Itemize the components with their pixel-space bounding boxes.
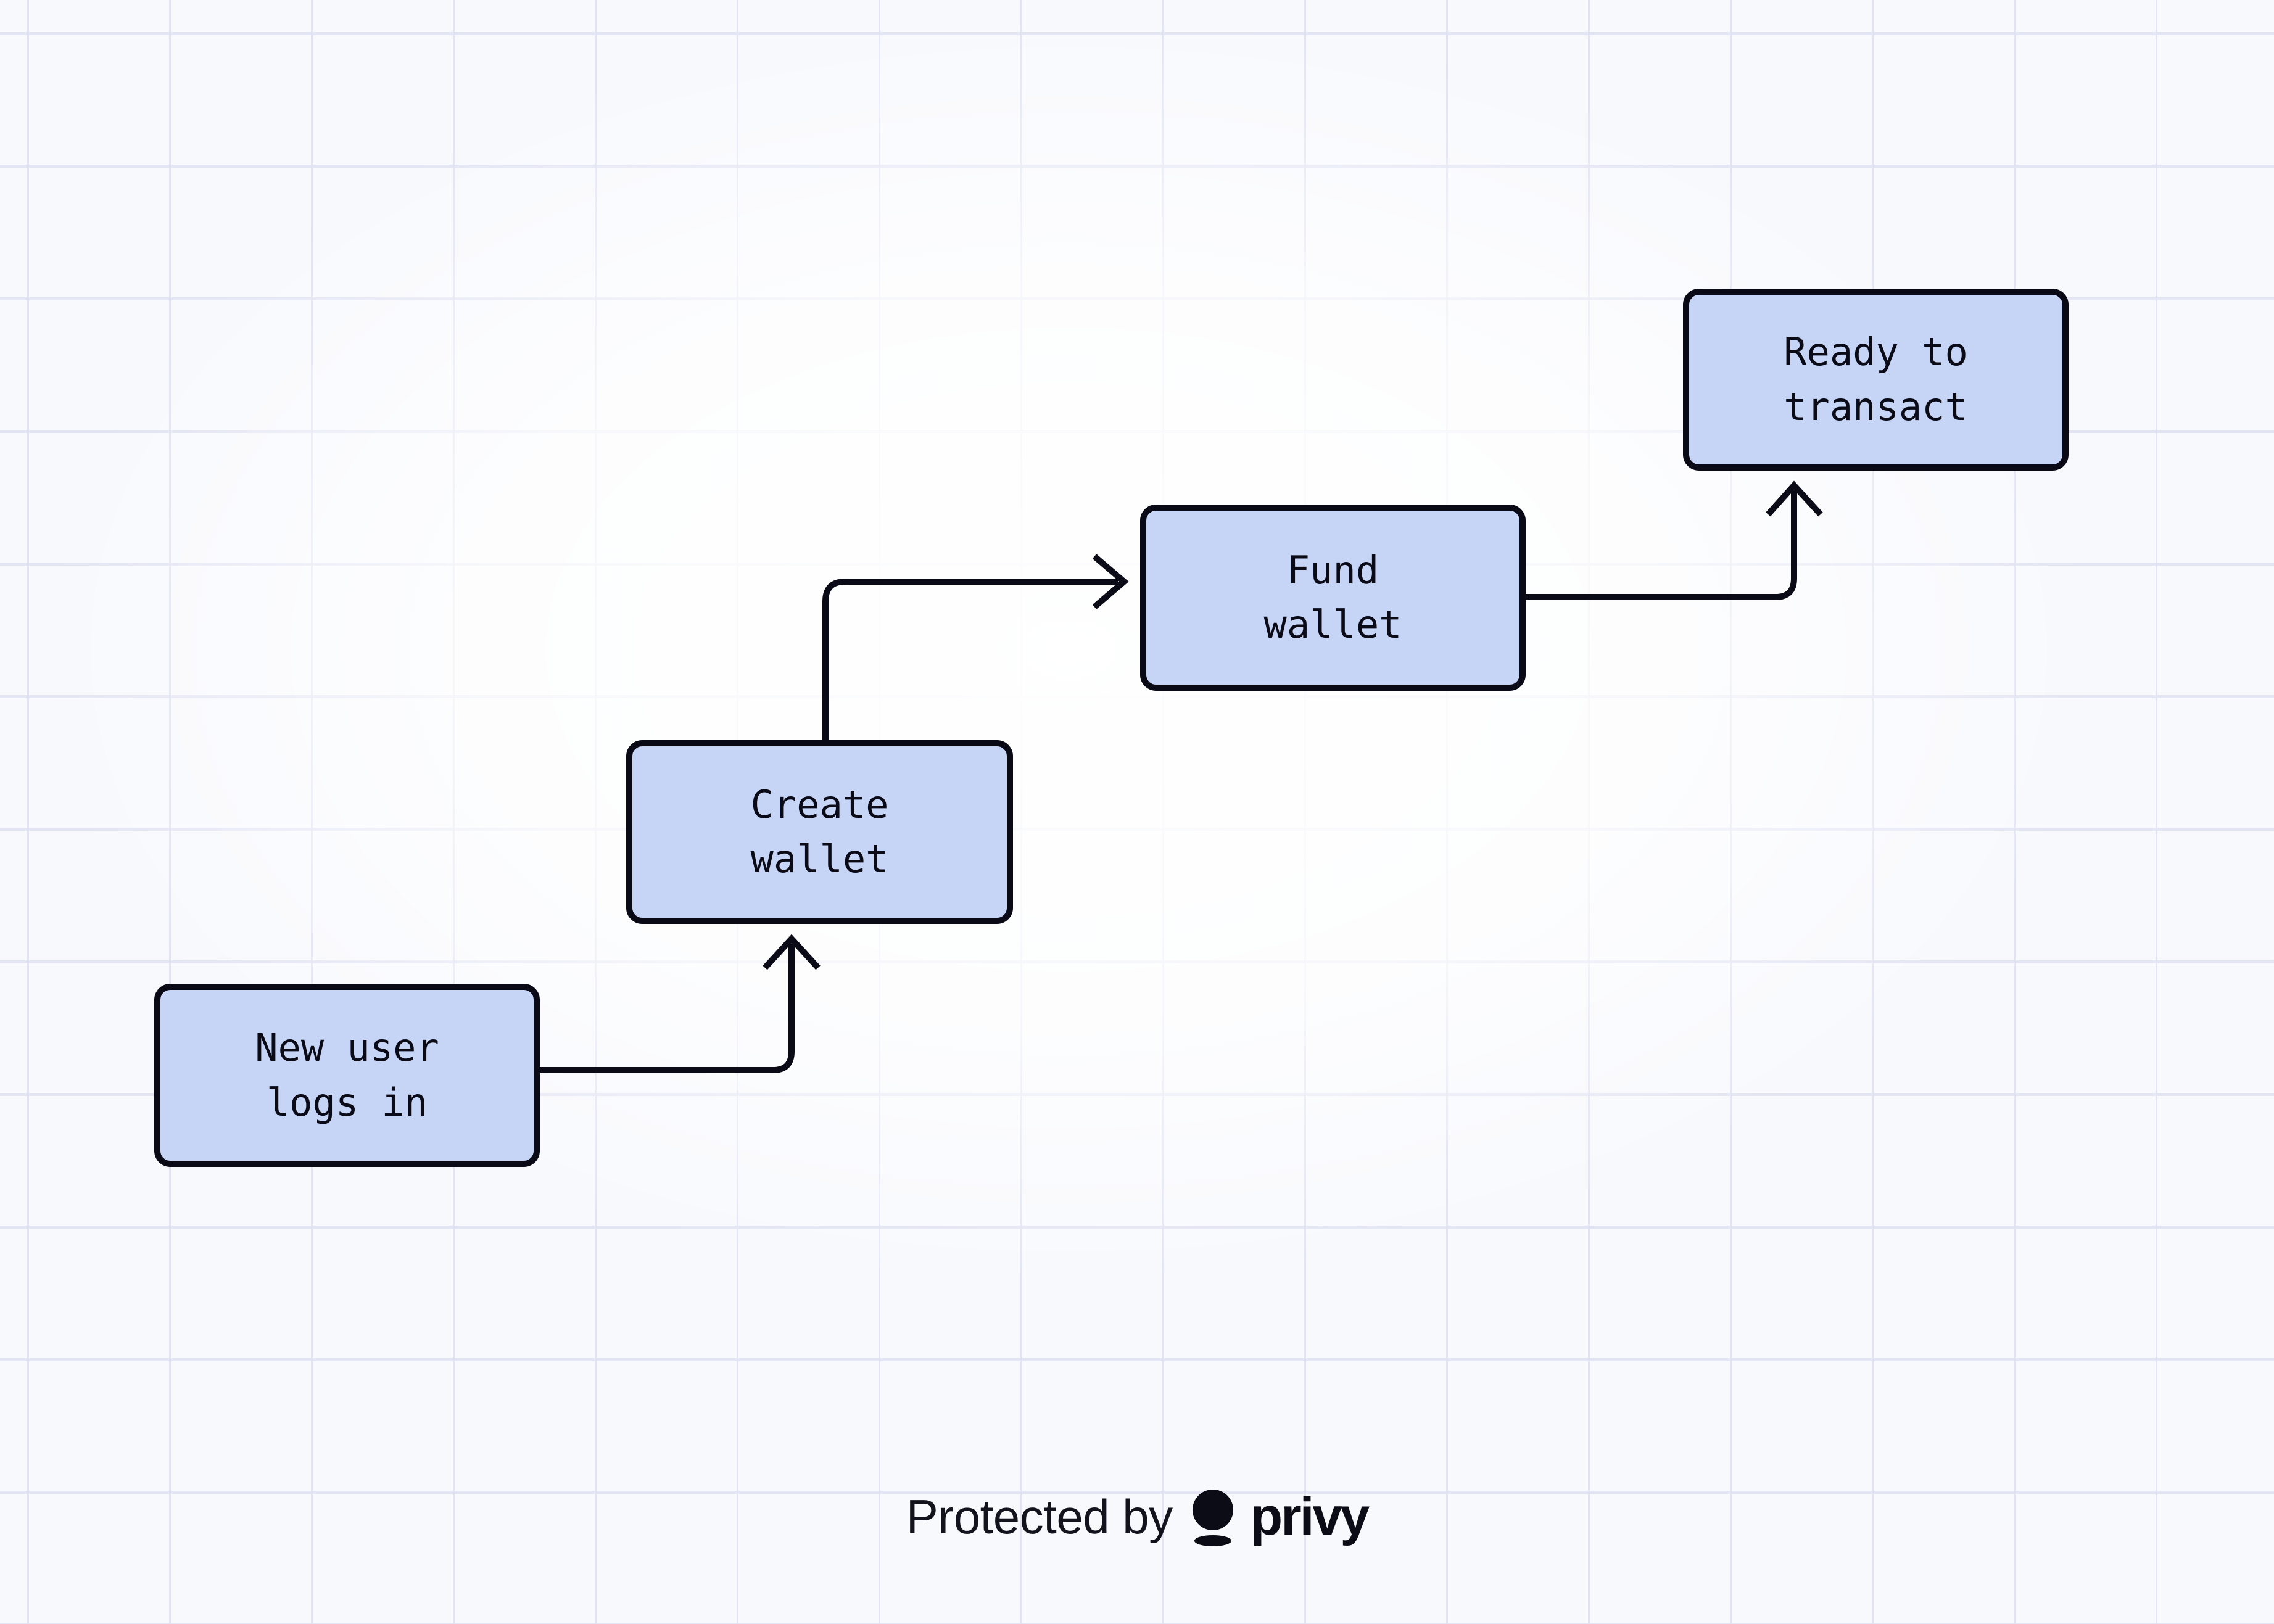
- node-fund-wallet-label: Fund wallet: [1263, 547, 1402, 647]
- edge-fund-to-ready: [1526, 480, 1823, 600]
- privy-dot-icon: [1192, 1489, 1233, 1546]
- node-create-wallet[interactable]: Create wallet: [626, 740, 1013, 924]
- node-ready-to-transact[interactable]: Ready to transact: [1683, 289, 2069, 471]
- edge-login-to-create-arrowhead: [763, 934, 821, 970]
- edge-fund-to-ready-arrowhead: [1766, 480, 1823, 517]
- edge-create-to-fund-arrowhead: [1092, 554, 1129, 609]
- privy-logo: privy: [1189, 1486, 1370, 1548]
- protected-by-label: Protected by: [906, 1490, 1173, 1544]
- node-new-user-logs-in[interactable]: New user logs in: [154, 984, 540, 1167]
- privy-wordmark: privy: [1250, 1487, 1370, 1546]
- footer-attribution: Protected by privy: [0, 1486, 2274, 1548]
- node-new-user-logs-in-label: New user logs in: [255, 1025, 439, 1125]
- edge-login-to-create-path: [540, 944, 795, 1073]
- edge-create-to-fund-path: [822, 579, 1118, 740]
- node-fund-wallet[interactable]: Fund wallet: [1140, 505, 1526, 691]
- edge-login-to-create: [540, 934, 821, 1073]
- node-ready-to-transact-label: Ready to transact: [1784, 329, 1968, 429]
- edge-fund-to-ready-path: [1526, 490, 1797, 600]
- node-create-wallet-label: Create wallet: [750, 781, 889, 881]
- edge-create-to-fund: [822, 554, 1129, 740]
